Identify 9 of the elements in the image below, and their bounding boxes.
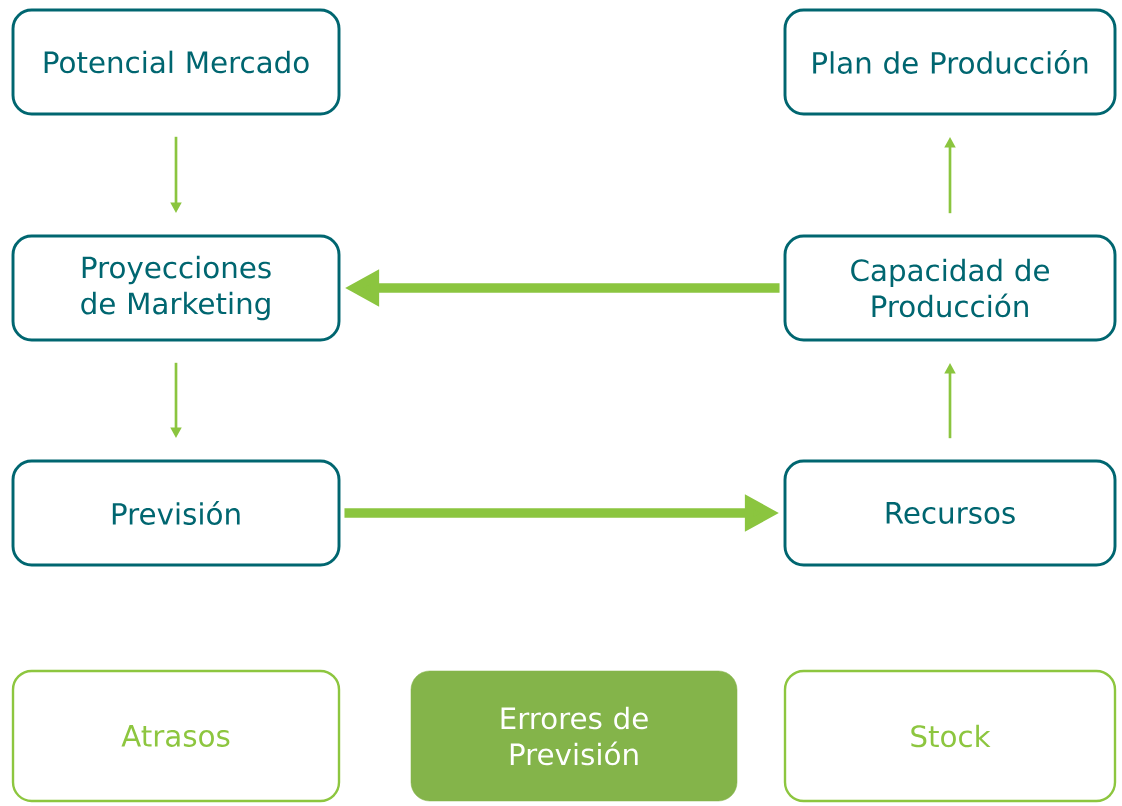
outcome-box: Stock bbox=[783, 669, 1117, 803]
highlight-box: Errores de Previsión bbox=[410, 670, 738, 802]
process-box: Recursos bbox=[783, 459, 1117, 567]
outcome-box: Atrasos bbox=[11, 669, 341, 803]
process-box: Proyecciones de Marketing bbox=[11, 234, 341, 342]
process-box: Potencial Mercado bbox=[11, 8, 341, 116]
process-box: Previsión bbox=[11, 459, 341, 567]
process-box: Capacidad de Producción bbox=[783, 234, 1117, 342]
process-box: Plan de Producción bbox=[783, 8, 1117, 116]
